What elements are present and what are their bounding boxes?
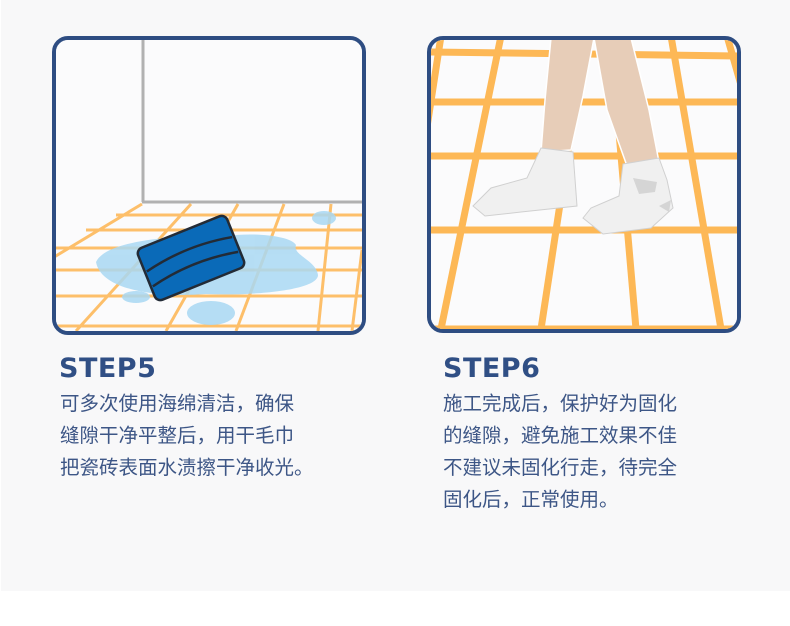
step5-line-1: 可多次使用海绵清洁，确保 bbox=[60, 392, 295, 415]
step6-illustration-frame bbox=[427, 36, 741, 333]
sponge-icon bbox=[136, 214, 246, 302]
walking-feet-illustration bbox=[431, 40, 737, 329]
step6-line-4: 固化后，正常使用。 bbox=[443, 488, 619, 511]
step6-line-2: 的缝隙，避免施工效果不佳 bbox=[443, 424, 678, 447]
step6-description: 施工完成后，保护好为固化 的缝隙，避免施工效果不佳 不建议未固化行走，待完全 固… bbox=[443, 388, 677, 516]
step5-line-2: 缝隙干净平整后，用干毛巾 bbox=[60, 424, 295, 447]
step5-title: STEP5 bbox=[59, 353, 157, 384]
step5-illustration-frame bbox=[52, 36, 366, 335]
sponge-cleaning-illustration bbox=[56, 40, 362, 331]
step6-title: STEP6 bbox=[443, 353, 541, 384]
step5-description: 可多次使用海绵清洁，确保 缝隙干净平整后，用干毛巾 把瓷砖表面水渍擦干净收光。 bbox=[60, 388, 314, 484]
step6-line-1: 施工完成后，保护好为固化 bbox=[443, 392, 678, 415]
step6-line-3: 不建议未固化行走，待完全 bbox=[443, 456, 678, 479]
step5-line-3: 把瓷砖表面水渍擦干净收光。 bbox=[60, 456, 314, 479]
